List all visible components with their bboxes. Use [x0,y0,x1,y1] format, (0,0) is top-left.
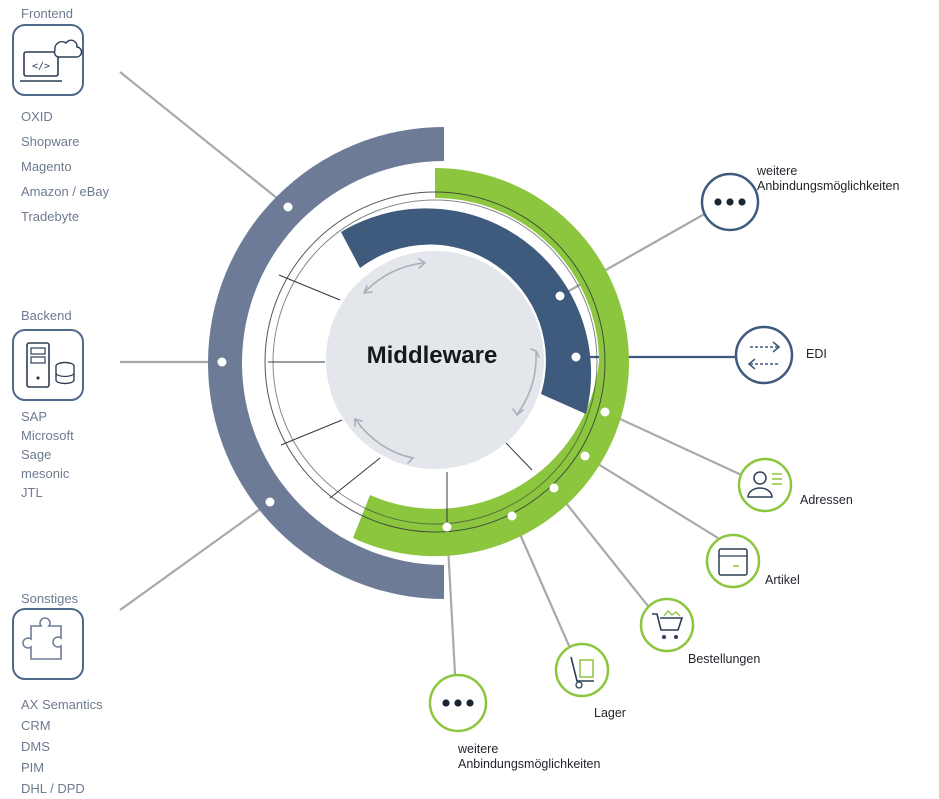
group-title-frontend: Frontend [21,6,74,21]
connector-sonstiges [119,501,271,611]
hand-truck-icon[interactable] [554,642,610,698]
connector-bestellungen [553,487,649,607]
middleware-hub [326,251,544,469]
middleware-title: Middleware [366,342,498,369]
list-item: PIM [21,760,45,775]
list-item: CRM [21,718,51,733]
left-connectors [119,71,289,611]
puzzle-piece-icon [12,608,84,680]
group-list-backend: SAP Microsoft Sage mesonic JTL [21,407,74,502]
server-database-icon [12,329,84,401]
shopping-cart-icon[interactable] [639,597,695,653]
group-list-frontend: OXID Shopware Magento Amazon / eBay Trad… [21,104,109,229]
list-item: mesonic [21,466,70,481]
list-item: JTL [21,485,43,500]
list-item: DHL / DPD [21,781,85,796]
list-item: Sage [21,447,52,462]
integration-label-weitere-top: weitere Anbindungsmöglichkeiten [757,164,900,193]
integration-label-weitere-bottom: weitere Anbindungsmöglichkeiten [458,742,601,771]
green-ring-bottom [353,362,630,557]
package-box-icon[interactable] [705,533,761,589]
list-item: DMS [21,739,50,754]
list-item: Shopware [21,134,80,149]
laptop-cloud-code-icon: </> [12,24,84,96]
green-ring-top [435,168,629,362]
list-item: Tradebyte [21,209,80,224]
ellipsis-icon[interactable] [428,673,488,733]
ring-dots [217,202,610,532]
integration-label-lager: Lager [594,706,626,720]
connector-frontend [119,71,289,208]
navy-arc [341,208,592,414]
integration-label-artikel: Artikel [765,573,800,587]
ellipsis-icon[interactable] [700,172,760,232]
group-list-sonstiges: AX Semantics CRM DMS PIM DHL / DPD [21,694,103,799]
list-item: Magento [21,159,72,174]
connector-adressen [604,411,749,479]
exchange-arrows-icon[interactable] [734,325,794,385]
connector-artikel [584,455,719,539]
circular-arrows-icon [354,258,540,464]
outer-ring-slate [208,127,444,599]
group-title-sonstiges: Sonstiges [21,591,79,606]
contact-card-icon[interactable] [737,457,793,513]
list-item: SAP [21,409,48,424]
list-item: OXID [21,109,53,124]
integration-label-edi: EDI [806,347,827,361]
list-item: Amazon / eBay [21,184,110,199]
list-item: AX Semantics [21,697,103,712]
inner-spoke-ring [264,191,606,533]
svg-text:</>: </> [32,61,50,72]
integration-label-adressen: Adressen [800,493,853,507]
integration-label-bestellungen: Bestellungen [688,652,761,666]
connector-lager [510,515,572,649]
list-item: Microsoft [21,428,74,443]
group-title-backend: Backend [21,308,72,323]
